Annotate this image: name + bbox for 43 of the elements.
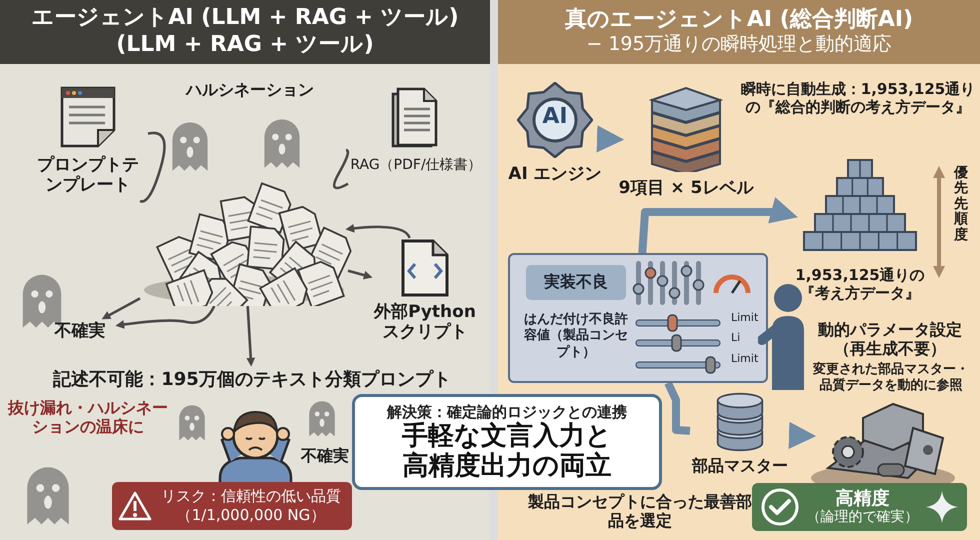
annotation-text: 優先先順度 <box>952 166 969 243</box>
arrow <box>345 224 411 239</box>
arrow <box>788 422 816 449</box>
arrow <box>102 297 141 320</box>
limit-label: Li <box>731 331 742 344</box>
panel-title: エージェントAI (LLM + RAG + ツール) <box>31 5 459 32</box>
annotation-text: 瞬時に自動生成：1,953,125通りの『総合的判断の考え方データ』 <box>740 80 976 116</box>
arrow <box>246 306 256 367</box>
badge-title: 高精度 <box>836 488 890 510</box>
connector-line <box>664 381 690 435</box>
annotation-text: 変更された部品マスター・品質データを動的に参照 <box>812 362 970 394</box>
limit-label: Limit <box>731 352 760 366</box>
node-label: 1,953,125通りの『考え方データ』 <box>794 266 926 302</box>
panel-text: はんだ付け不良許容値（製品コンセプト） <box>523 312 629 361</box>
limit-label: Limit <box>731 311 760 324</box>
annotation-text: ハルシネーション <box>184 80 315 100</box>
node-label: 9項目 × 5レベル <box>618 178 754 198</box>
connector-line <box>332 148 350 190</box>
node-label: 部品マスター <box>692 456 788 476</box>
panel-title: 真のエージェントAI (総合判断AI) <box>564 6 914 34</box>
arrow <box>596 125 624 152</box>
arrow <box>348 269 373 280</box>
badge-subtitle: （論理的で確実） <box>806 509 918 526</box>
solution-callout: 解決策：確定論的ロジックとの連携 手軽な文言入力と高精度出力の両立 <box>352 394 662 490</box>
node-label: RAG（PDF/仕様書） <box>349 157 483 174</box>
panel-subtitle: − 195万通りの瞬時処理と動的適応 <box>586 33 892 58</box>
node-label: AI エンジン <box>508 164 602 184</box>
result-badge <box>752 483 967 531</box>
node-label: 不確実 <box>54 320 106 342</box>
annotation-text: 動的パラメータ設定（再生成不要） <box>817 320 963 358</box>
arrow <box>638 197 798 254</box>
node-label: プロンプトテンプレート <box>36 155 140 196</box>
defect-chip: 実装不良 <box>526 265 626 300</box>
risk-banner: リスク：信頼性の低い品質（1/1,000,000 NG） <box>112 482 352 530</box>
node-label: 外部Pythonスクリプト <box>372 302 477 343</box>
gear-label: AI <box>541 104 569 129</box>
statement-text: 記述不可能：195万個のテキスト分類プロンプト <box>53 369 451 391</box>
annotation-text: 不確実 <box>300 446 350 466</box>
panel-subtitle: (LLM + RAG + ツール) <box>116 31 374 59</box>
control-panel <box>508 253 768 383</box>
arrow <box>115 305 216 329</box>
annotation-text: 製品コンセプトに合った最善部品を選定 <box>527 492 753 530</box>
annotation-text: 抜け漏れ・ハルシネーションの温床に <box>6 398 169 436</box>
